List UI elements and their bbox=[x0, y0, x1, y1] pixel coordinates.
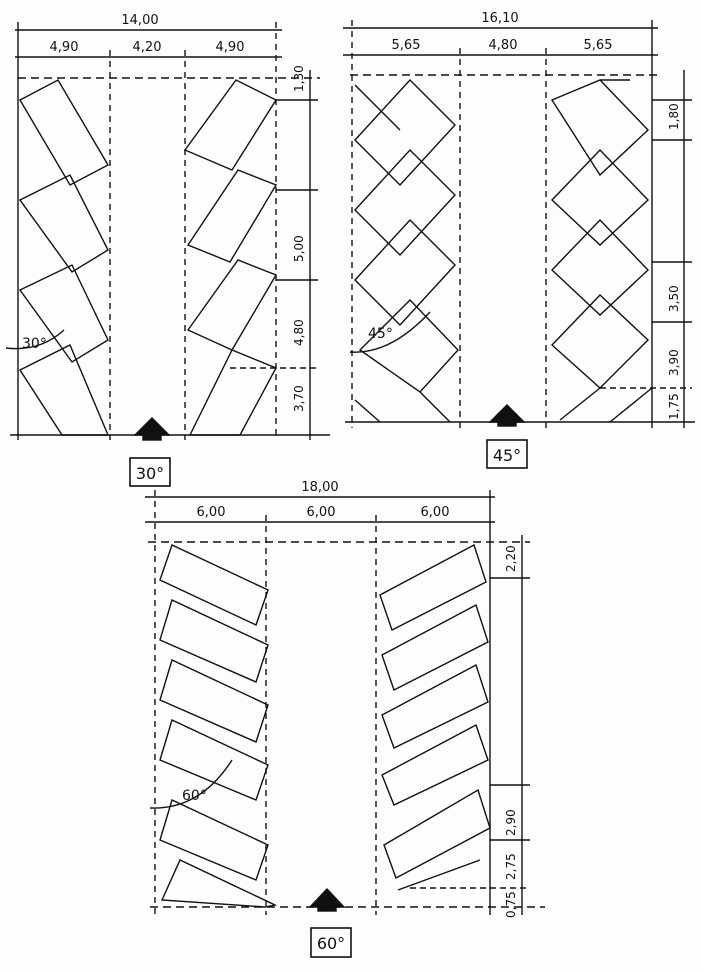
box-label-45: 45° bbox=[493, 446, 521, 465]
right-dim-45-2: 3,50 bbox=[667, 285, 681, 312]
segment-45-left: 5,65 bbox=[392, 38, 421, 53]
diagram-60-labels: 18,00 6,00 6,00 6,00 2,20 2,90 2,75 0,75… bbox=[182, 480, 518, 953]
right-dim-60-4: 0,75 bbox=[504, 891, 518, 918]
diagram-45-labels: 16,10 5,65 4,80 5,65 1,80 3,50 3,90 1,75… bbox=[368, 11, 681, 465]
right-dim-30-2: 5,00 bbox=[292, 235, 306, 262]
right-dim-60-3: 2,75 bbox=[504, 853, 518, 880]
diagram-30-degree bbox=[5, 22, 330, 487]
right-dim-30-1: 1,30 bbox=[292, 65, 306, 92]
overall-width-45: 16,10 bbox=[481, 11, 518, 26]
segment-60-middle: 6,00 bbox=[307, 505, 336, 520]
right-dim-60-1: 2,20 bbox=[504, 545, 518, 572]
segment-30-middle: 4,20 bbox=[133, 40, 162, 55]
angle-label-30: 30° bbox=[22, 336, 47, 352]
segment-60-left: 6,00 bbox=[197, 505, 226, 520]
right-dim-45-4: 1,75 bbox=[667, 393, 681, 420]
right-dim-30-4: 3,70 bbox=[292, 385, 306, 412]
overall-width-30: 14,00 bbox=[121, 13, 158, 28]
diagram-60-degree bbox=[145, 490, 545, 958]
segment-60-right: 6,00 bbox=[421, 505, 450, 520]
right-dim-45-3: 3,90 bbox=[667, 349, 681, 376]
segment-45-middle: 4,80 bbox=[489, 38, 518, 53]
overall-width-60: 18,00 bbox=[301, 480, 338, 495]
box-label-60: 60° bbox=[317, 934, 345, 953]
box-label-30: 30° bbox=[136, 464, 164, 483]
right-dim-45-1: 1,80 bbox=[667, 103, 681, 130]
diagram-45-degree bbox=[343, 20, 695, 469]
diagram-30-labels: 14,00 4,90 4,20 4,90 1,30 5,00 4,80 3,70… bbox=[22, 13, 306, 483]
angle-label-45: 45° bbox=[368, 326, 393, 342]
segment-45-right: 5,65 bbox=[584, 38, 613, 53]
right-dim-30-3: 4,80 bbox=[292, 319, 306, 346]
segment-30-right: 4,90 bbox=[216, 40, 245, 55]
angle-label-60: 60° bbox=[182, 788, 207, 804]
segment-30-left: 4,90 bbox=[50, 40, 79, 55]
right-dim-60-2: 2,90 bbox=[504, 809, 518, 836]
